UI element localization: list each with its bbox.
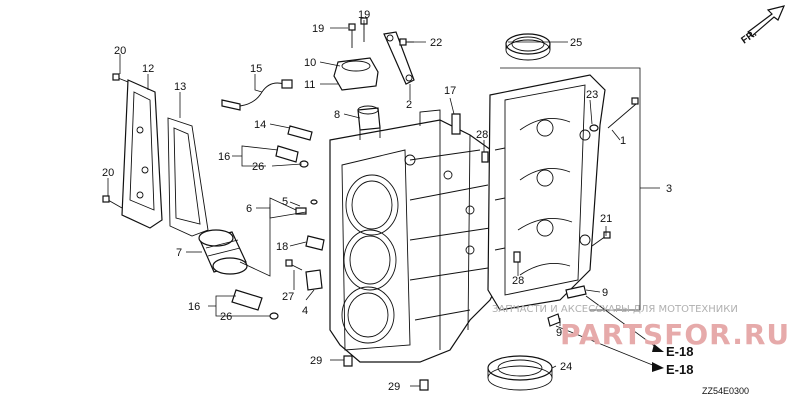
- watermark-caption: ЗАПЧАСТИ И АКСЕССУАРЫ ДЛЯ МОТОТЕХНИКИ: [492, 304, 738, 315]
- bracket: [383, 31, 415, 85]
- callout-11[interactable]: 11: [304, 79, 315, 91]
- callout-27[interactable]: 27: [282, 291, 294, 303]
- callout-8[interactable]: 8: [334, 109, 340, 121]
- callout-17[interactable]: 17: [444, 85, 456, 97]
- callout-7[interactable]: 7: [176, 247, 182, 259]
- callout-29-left[interactable]: 29: [310, 355, 322, 367]
- fitting-18: [305, 235, 325, 251]
- callout-16-lower[interactable]: 16: [188, 301, 200, 313]
- callout-13[interactable]: 13: [174, 81, 186, 93]
- bearing: [487, 355, 553, 391]
- washer-26-lower: [269, 312, 279, 320]
- diagram-code: ZZ54E0300: [702, 386, 749, 396]
- callout-2[interactable]: 2: [406, 99, 412, 111]
- callout-15[interactable]: 15: [250, 63, 262, 75]
- front-direction-icon: [747, 5, 786, 37]
- pin-29-bottom: [419, 379, 429, 391]
- oil-filter: [198, 229, 248, 275]
- ref-e18-upper[interactable]: E-18: [666, 344, 693, 359]
- callout-14[interactable]: 14: [254, 119, 266, 131]
- bolt-21: [591, 231, 611, 247]
- e18-arrow-1: [652, 344, 664, 352]
- sensor-with-wire: [221, 79, 293, 111]
- e18-arrow-2: [652, 362, 664, 372]
- callout-3[interactable]: 3: [666, 183, 672, 195]
- callout-21[interactable]: 21: [600, 213, 612, 225]
- callout-6[interactable]: 6: [246, 203, 252, 215]
- pin-29-left: [343, 355, 353, 367]
- callout-26-upper[interactable]: 26: [252, 161, 264, 173]
- bolt-20-lower: [102, 195, 123, 209]
- callout-28-upper[interactable]: 28: [476, 129, 488, 141]
- callout-12[interactable]: 12: [142, 63, 154, 75]
- callouts: 1 2 3 4 5 6 7 8 9 9 10 11 12 13 14 15 16…: [102, 9, 672, 393]
- bolt-19-a: [348, 23, 356, 48]
- pin-28-upper: [481, 151, 489, 163]
- callout-24[interactable]: 24: [560, 361, 572, 373]
- callout-5[interactable]: 5: [282, 196, 288, 208]
- callout-19-top[interactable]: 19: [358, 9, 370, 21]
- cylinder-block: [329, 109, 506, 363]
- callout-20-lower[interactable]: 20: [102, 167, 114, 179]
- callout-1[interactable]: 1: [620, 135, 626, 147]
- callout-18[interactable]: 18: [276, 241, 288, 253]
- callout-10[interactable]: 10: [304, 57, 316, 69]
- exhaust-cover: [121, 79, 163, 229]
- leader-lines: [107, 20, 661, 387]
- sensor-16-lower: [231, 289, 263, 311]
- oring-5: [310, 199, 318, 205]
- callout-9-lower[interactable]: 9: [556, 327, 562, 339]
- crankcase: [487, 74, 606, 311]
- callout-26-lower[interactable]: 26: [220, 311, 232, 323]
- bolt-1: [607, 97, 639, 129]
- watermark-brand: PARTSFOR.RU: [560, 318, 790, 351]
- callout-22[interactable]: 22: [430, 37, 442, 49]
- plug-9: [547, 285, 587, 327]
- callout-4[interactable]: 4: [302, 305, 308, 317]
- callout-20-upper[interactable]: 20: [114, 45, 126, 57]
- bolt-27: [285, 259, 303, 271]
- bushing-4: [305, 269, 323, 291]
- thermostat-cover: [333, 57, 379, 91]
- callout-25[interactable]: 25: [570, 37, 582, 49]
- callout-23[interactable]: 23: [586, 89, 598, 101]
- sensor-14: [287, 125, 313, 141]
- seal-ring: [505, 33, 551, 61]
- ref-e18-lower[interactable]: E-18: [666, 362, 693, 377]
- sensor-16-upper: [275, 145, 299, 163]
- exhaust-cover-gasket: [167, 117, 209, 237]
- thermostat: [357, 105, 381, 131]
- callout-16-upper[interactable]: 16: [218, 151, 230, 163]
- callout-28-lower[interactable]: 28: [512, 275, 524, 287]
- callout-29-bottom[interactable]: 29: [388, 381, 400, 393]
- bolt-20-upper: [112, 73, 129, 83]
- pin-28-lower: [513, 251, 521, 263]
- callout-19-left[interactable]: 19: [312, 23, 324, 35]
- washer-23: [589, 124, 599, 132]
- callout-9-upper[interactable]: 9: [602, 287, 608, 299]
- plug-17: [451, 113, 461, 135]
